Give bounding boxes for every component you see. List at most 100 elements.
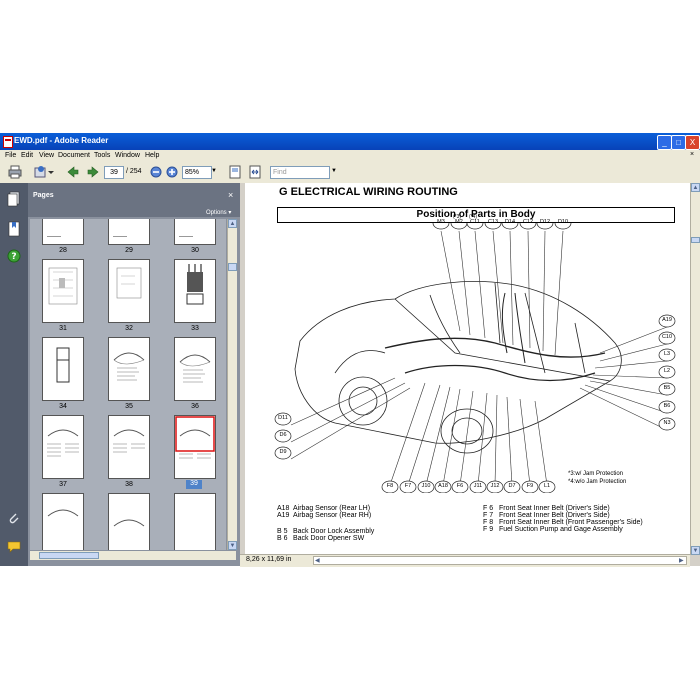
legend-row — [277, 519, 374, 528]
bookmarks-icon[interactable] — [7, 221, 21, 237]
scroll-left-arrow-icon[interactable]: ◀ — [315, 558, 320, 564]
page-thumbnail[interactable] — [108, 337, 150, 401]
page-number-input[interactable]: 39 — [104, 166, 124, 179]
zoom-in-icon[interactable] — [166, 165, 178, 179]
menu-bar: File Edit View Document Tools Window Hel… — [0, 150, 700, 162]
scroll-right-arrow-icon[interactable]: ▶ — [679, 558, 684, 564]
page-thumbnail-label: 29 — [125, 247, 133, 254]
callout-superscript: (*3) — [453, 214, 462, 220]
minimize-button[interactable]: _ — [657, 135, 672, 150]
doc-scrollbar-thumb[interactable] — [691, 237, 700, 243]
panel-splitter[interactable] — [240, 183, 245, 566]
page-thumbnail[interactable] — [108, 259, 150, 323]
connector-callout-label: C12 — [522, 219, 534, 225]
page-thumbnail[interactable] — [174, 219, 216, 245]
page-thumbnail-label: 28 — [59, 247, 67, 254]
connector-callout-label: J10 — [421, 483, 431, 489]
page-thumbnail[interactable] — [42, 337, 84, 401]
zoom-out-icon[interactable] — [150, 165, 162, 179]
pages-panel-close-button[interactable]: × — [228, 190, 234, 200]
connector-callout-label: D7 — [508, 483, 516, 489]
connector-callout-label: C11 — [470, 219, 480, 225]
fit-page-icon[interactable] — [228, 165, 242, 179]
close-button[interactable]: X — [685, 135, 700, 150]
pages-panel-header: Pages × Options ▾ — [28, 183, 240, 217]
connector-callout-label: L2 — [663, 368, 671, 374]
share-icon[interactable] — [34, 165, 54, 179]
page-thumbnail-label: 30 — [191, 247, 199, 254]
menu-file[interactable]: File — [5, 152, 17, 159]
page-thumbnail[interactable] — [174, 337, 216, 401]
doc-scroll-down-arrow-icon[interactable]: ▼ — [691, 546, 700, 555]
page-thumbnail[interactable] — [108, 415, 150, 479]
connector-callout-label: A19 — [662, 317, 672, 323]
page-thumbnail-label: 34 — [59, 403, 67, 410]
menu-view[interactable]: View — [39, 152, 55, 159]
pages-panel-icon[interactable] — [7, 191, 21, 207]
window-title: EWD.pdf - Adobe Reader — [14, 136, 109, 145]
next-page-icon[interactable] — [86, 165, 100, 179]
maximize-button[interactable]: □ — [671, 135, 686, 150]
toolbar: 39 / 254 85% ▼ Find ▼ — [0, 162, 700, 184]
connector-callout-label: D12 — [539, 219, 551, 225]
thumbnails-scrollbar[interactable]: ▲ ▼ — [227, 219, 237, 550]
page-thumbnail[interactable] — [174, 259, 216, 323]
menu-window[interactable]: Window — [115, 152, 140, 159]
page-thumbnail[interactable] — [108, 493, 150, 550]
connector-callout-label: L3 — [663, 351, 671, 357]
attachments-icon[interactable] — [7, 511, 21, 525]
menu-tools[interactable]: Tools — [94, 152, 111, 159]
connector-callout-label: A18 — [438, 483, 448, 489]
menu-document[interactable]: Document — [58, 152, 90, 159]
connector-callouts — [274, 223, 676, 493]
page-thumbnail[interactable] — [42, 259, 84, 323]
print-icon[interactable] — [8, 165, 22, 179]
page-thumbnail[interactable] — [108, 219, 150, 245]
doc-scroll-up-arrow-icon[interactable]: ▲ — [691, 183, 700, 192]
find-input[interactable]: Find — [270, 166, 330, 179]
navigation-rail: ? — [0, 183, 28, 566]
title-bar[interactable]: EWD.pdf - Adobe Reader _ □ X — [0, 133, 700, 150]
comments-icon[interactable] — [7, 541, 21, 553]
scroll-down-arrow-icon[interactable]: ▼ — [228, 541, 237, 550]
zoom-field[interactable]: 85% — [182, 166, 212, 179]
fit-width-icon[interactable] — [248, 165, 262, 179]
menu-edit[interactable]: Edit — [21, 152, 34, 159]
page-thumbnail-selected[interactable] — [174, 415, 216, 479]
status-bar: 8,26 x 11,69 in ◀ ▶ — [240, 554, 690, 567]
connector-callout-label: L1 — [543, 483, 551, 489]
menu-help[interactable]: Help — [145, 152, 160, 159]
page-thumbnail-label: 33 — [191, 325, 199, 332]
horizontal-scrollbar-thumb[interactable] — [39, 552, 99, 559]
page-thumbnail[interactable] — [42, 493, 84, 550]
pages-options-menu[interactable]: Options ▾ — [206, 210, 232, 216]
page-thumbnail[interactable] — [42, 415, 84, 479]
document-scrollbar[interactable]: ▲ ▼ — [690, 183, 700, 555]
scrollbar-thumb[interactable] — [228, 263, 237, 271]
connector-callout-label: D9 — [279, 449, 287, 455]
horizontal-scrollbar[interactable]: ◀ ▶ — [313, 556, 687, 565]
zoom-dropdown-arrow-icon[interactable]: ▼ — [211, 168, 217, 174]
page-thumbnail-label: 36 — [191, 403, 199, 410]
note-jam-protection: *3:w/ Jam Protection — [568, 471, 624, 477]
thumbnails-horizontal-scrollbar[interactable] — [30, 551, 236, 560]
find-dropdown-arrow-icon[interactable]: ▼ — [331, 168, 337, 174]
page-thumbnail[interactable] — [174, 493, 216, 550]
page-thumbnail-label: 32 — [125, 325, 133, 332]
page-thumbnail[interactable] — [42, 219, 84, 245]
previous-page-icon[interactable] — [66, 165, 80, 179]
page-total: / 254 — [126, 168, 142, 175]
help-icon[interactable]: ? — [7, 249, 21, 263]
page-thumbnail-label: 37 — [59, 481, 67, 488]
page-thumbnail-label: 38 — [125, 481, 133, 488]
document-close-icon[interactable]: × — [690, 151, 695, 158]
connector-callout-label: D11 — [278, 415, 288, 421]
pdf-file-icon — [3, 136, 13, 148]
scroll-up-arrow-icon[interactable]: ▲ — [228, 219, 237, 228]
pages-panel: Pages × Options ▾ 28 29 30 31 32 33 — [28, 183, 240, 566]
